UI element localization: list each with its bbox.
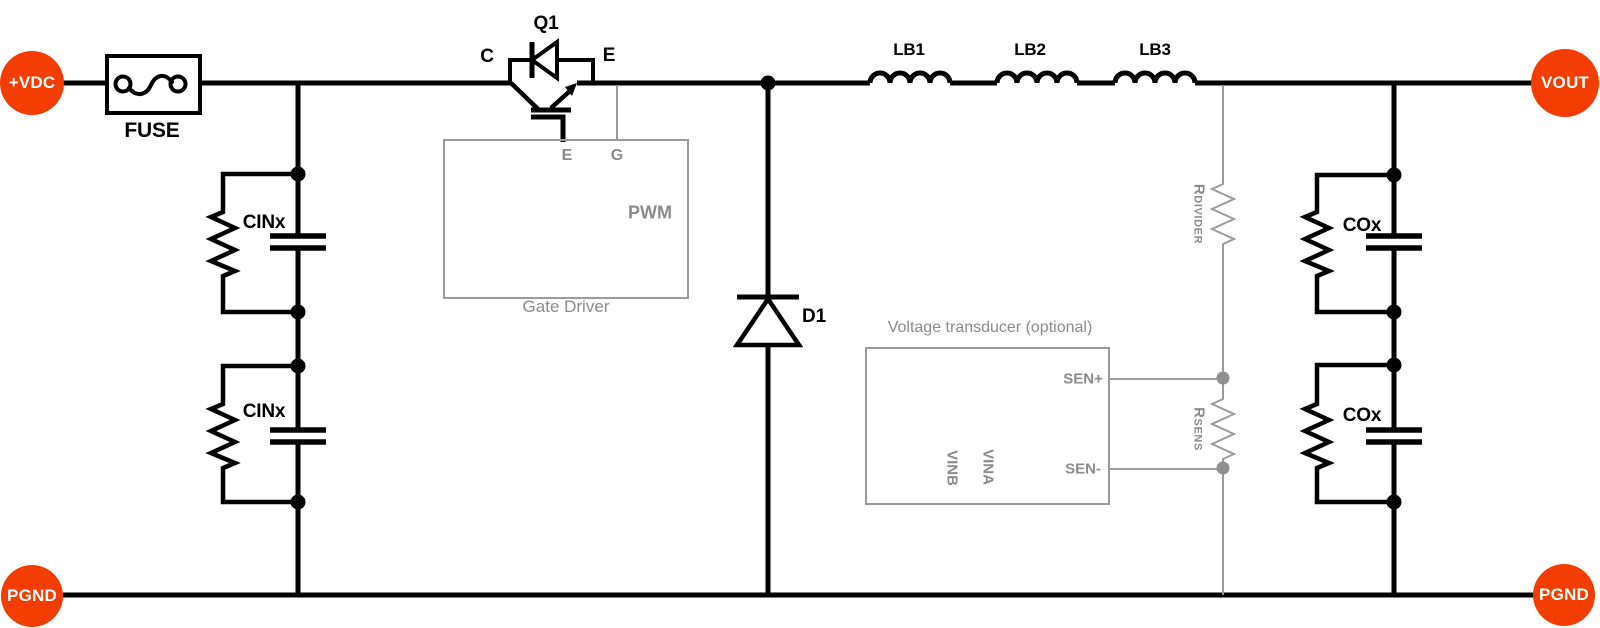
gate-driver-pin-g: G bbox=[610, 147, 624, 164]
gate-driver-pin-e: E bbox=[561, 147, 573, 164]
co1-resistor bbox=[1299, 172, 1394, 315]
gate-driver-box bbox=[443, 139, 689, 299]
terminal-vdc: +VDC bbox=[0, 51, 64, 115]
gate-driver-title: Gate Driver bbox=[522, 297, 610, 316]
co2-resistor bbox=[1299, 362, 1394, 505]
sen-minus-pin-label: SEN- bbox=[1065, 460, 1101, 478]
terminal-pgnd-left: PGND bbox=[1, 565, 63, 627]
q1-collector-label: C bbox=[480, 46, 494, 67]
terminal-vout: VOUT bbox=[1531, 49, 1599, 117]
fuse-element bbox=[127, 74, 174, 96]
sense-junction-dots bbox=[1216, 371, 1230, 475]
junction-dots bbox=[290, 75, 1402, 510]
lb2-label: LB2 bbox=[1014, 40, 1046, 59]
fuse-contact-left bbox=[113, 74, 133, 94]
lb3-label: LB3 bbox=[1139, 40, 1171, 59]
d1-designator: D1 bbox=[802, 306, 826, 327]
fuse-contact-right bbox=[168, 74, 188, 94]
q1-emitter-lead bbox=[549, 88, 573, 110]
q1-collector-lead bbox=[509, 81, 541, 112]
rdivider-label: RDIVIDER bbox=[1190, 183, 1208, 245]
d1-branch bbox=[732, 85, 804, 595]
rsens-label: RSENS bbox=[1190, 407, 1208, 451]
q1-designator: Q1 bbox=[533, 13, 559, 34]
co2-capacitor bbox=[1366, 427, 1422, 445]
fuse-body bbox=[105, 54, 202, 115]
q1-gate-lead bbox=[531, 114, 566, 142]
output-cap-chain bbox=[1299, 83, 1422, 595]
rdivider-resistor bbox=[1209, 85, 1237, 378]
input-cap-chain bbox=[205, 83, 326, 595]
gate-driver-pin-pwm: PWM bbox=[628, 202, 672, 223]
q1-diode-triangle bbox=[528, 38, 559, 82]
co1-capacitor bbox=[1366, 233, 1422, 251]
terminal-pgnd-right: PGND bbox=[1533, 564, 1595, 626]
co2-label: COx bbox=[1342, 405, 1382, 426]
cin2-capacitor bbox=[270, 427, 326, 445]
fuse-label: FUSE bbox=[124, 119, 180, 142]
cin2-label: CINx bbox=[242, 401, 286, 422]
voltage-transducer-title: Voltage transducer (optional) bbox=[887, 319, 1093, 336]
lb1-coil bbox=[867, 70, 953, 84]
cin1-resistor bbox=[205, 171, 298, 315]
q1-emitter-arrow bbox=[565, 83, 577, 96]
lb1-label: LB1 bbox=[893, 40, 925, 59]
vinb-pin-label: VINB bbox=[943, 450, 961, 486]
power-bus-lines bbox=[63, 80, 1534, 598]
sen-plus-pin-label: SEN+ bbox=[1063, 370, 1103, 388]
lb3-coil bbox=[1112, 70, 1198, 84]
igbt-symbol bbox=[508, 38, 595, 142]
q1-emitter-label: E bbox=[602, 45, 616, 66]
cin1-label: CINx bbox=[242, 212, 286, 233]
vina-pin-label: VINA bbox=[979, 449, 997, 485]
inductors bbox=[867, 70, 1198, 84]
d1-triangle bbox=[732, 294, 804, 348]
cin1-capacitor bbox=[270, 233, 326, 251]
sense-network bbox=[443, 85, 1237, 595]
voltage-transducer-box bbox=[865, 347, 1110, 505]
cin2-resistor bbox=[205, 363, 298, 505]
lb2-coil bbox=[994, 70, 1080, 84]
rsens-resistor bbox=[1209, 378, 1237, 468]
fuse-symbol bbox=[105, 54, 202, 115]
co1-label: COx bbox=[1342, 215, 1382, 236]
